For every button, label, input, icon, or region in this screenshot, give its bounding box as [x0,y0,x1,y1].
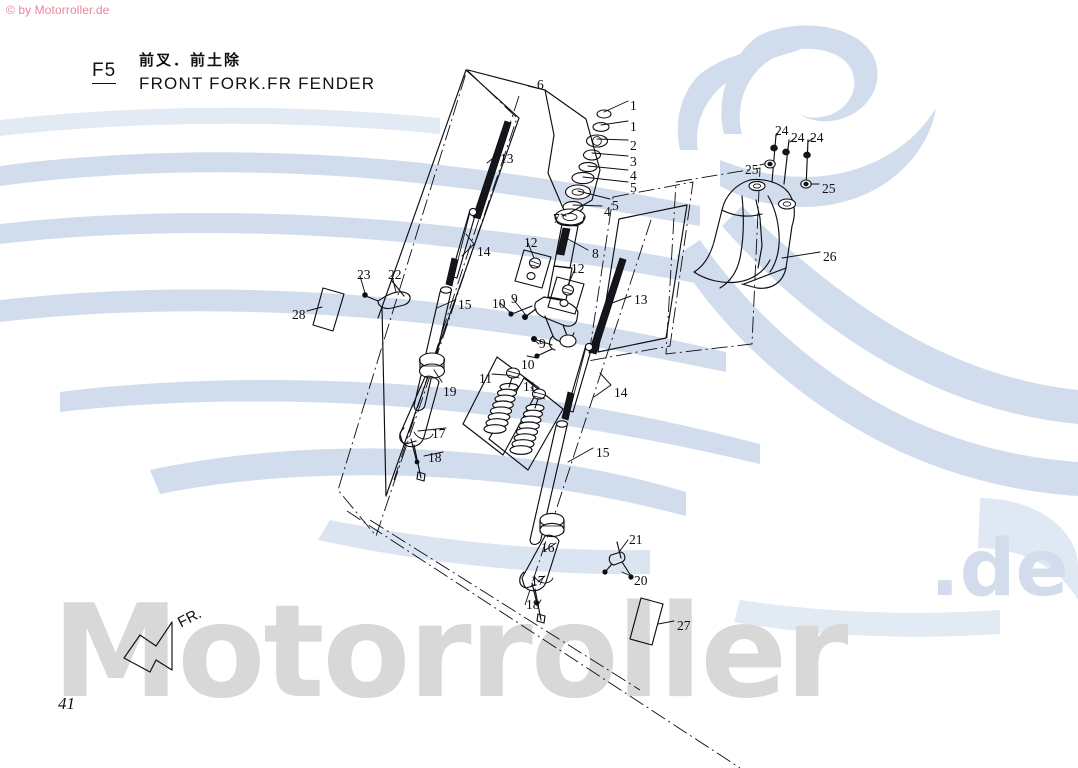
callout-number-1: 1 [630,98,637,113]
callout-number-14: 14 [614,385,628,400]
callout-number-15: 15 [596,445,610,460]
callout-number-10: 10 [492,296,506,311]
page-title-chinese: 前叉．前土除 [139,51,242,69]
callout-number-26: 26 [823,249,837,264]
callout-number-9: 9 [539,336,546,351]
plate-27 [629,597,664,646]
callout-number-8: 8 [592,246,599,261]
callout-number-22: 22 [388,267,402,282]
page-number: 41 [58,694,75,713]
callout-number-2: 2 [630,138,637,153]
callout-number-17: 17 [531,573,545,588]
callout-number-12: 12 [524,235,538,250]
section-code: F5 [92,60,117,84]
callout-number-24: 24 [810,130,824,145]
callout-number-13: 13 [634,292,648,307]
callout-number-14: 14 [477,244,491,259]
callout-number-13: 13 [500,151,514,166]
callout-number-28: 28 [292,307,306,322]
callout-number-23: 23 [357,267,371,282]
callout-number-11: 11 [523,379,536,394]
section-code-value: F5 [92,60,117,84]
callout-number-24: 24 [775,123,789,138]
callout-number-21: 21 [629,532,643,547]
callout-number-25: 25 [745,162,759,177]
callout-number-24: 24 [791,130,805,145]
callout-number-5: 5 [612,198,619,213]
callout-number-6: 6 [537,77,544,92]
direction-label: FR. [175,605,205,632]
callout-number-9: 9 [511,291,518,306]
callout-number-27: 27 [677,618,691,633]
callout-number-10: 10 [521,357,535,372]
callout-number-20: 20 [634,573,648,588]
callout-number-19: 19 [443,384,457,399]
callout-number-11: 11 [479,371,492,386]
callout-number-7: 7 [553,211,560,226]
callout-number-4: 4 [604,204,611,219]
callout-number-12: 12 [571,261,585,276]
callout-number-18: 18 [428,450,442,465]
callout-number-1: 1 [630,119,637,134]
copyright-notice: © by Motorroller.de [6,3,110,17]
callout-number-3: 3 [630,154,637,169]
callout-number-17: 17 [432,426,446,441]
fr-direction-arrow [123,621,173,673]
callout-number-18: 18 [526,597,540,612]
callout-number-16: 16 [541,540,555,555]
callout-number-5: 5 [630,180,637,195]
callout-number-25: 25 [822,181,836,196]
page-title-english: FRONT FORK.FR FENDER [139,74,376,93]
callout-number-15: 15 [458,297,472,312]
